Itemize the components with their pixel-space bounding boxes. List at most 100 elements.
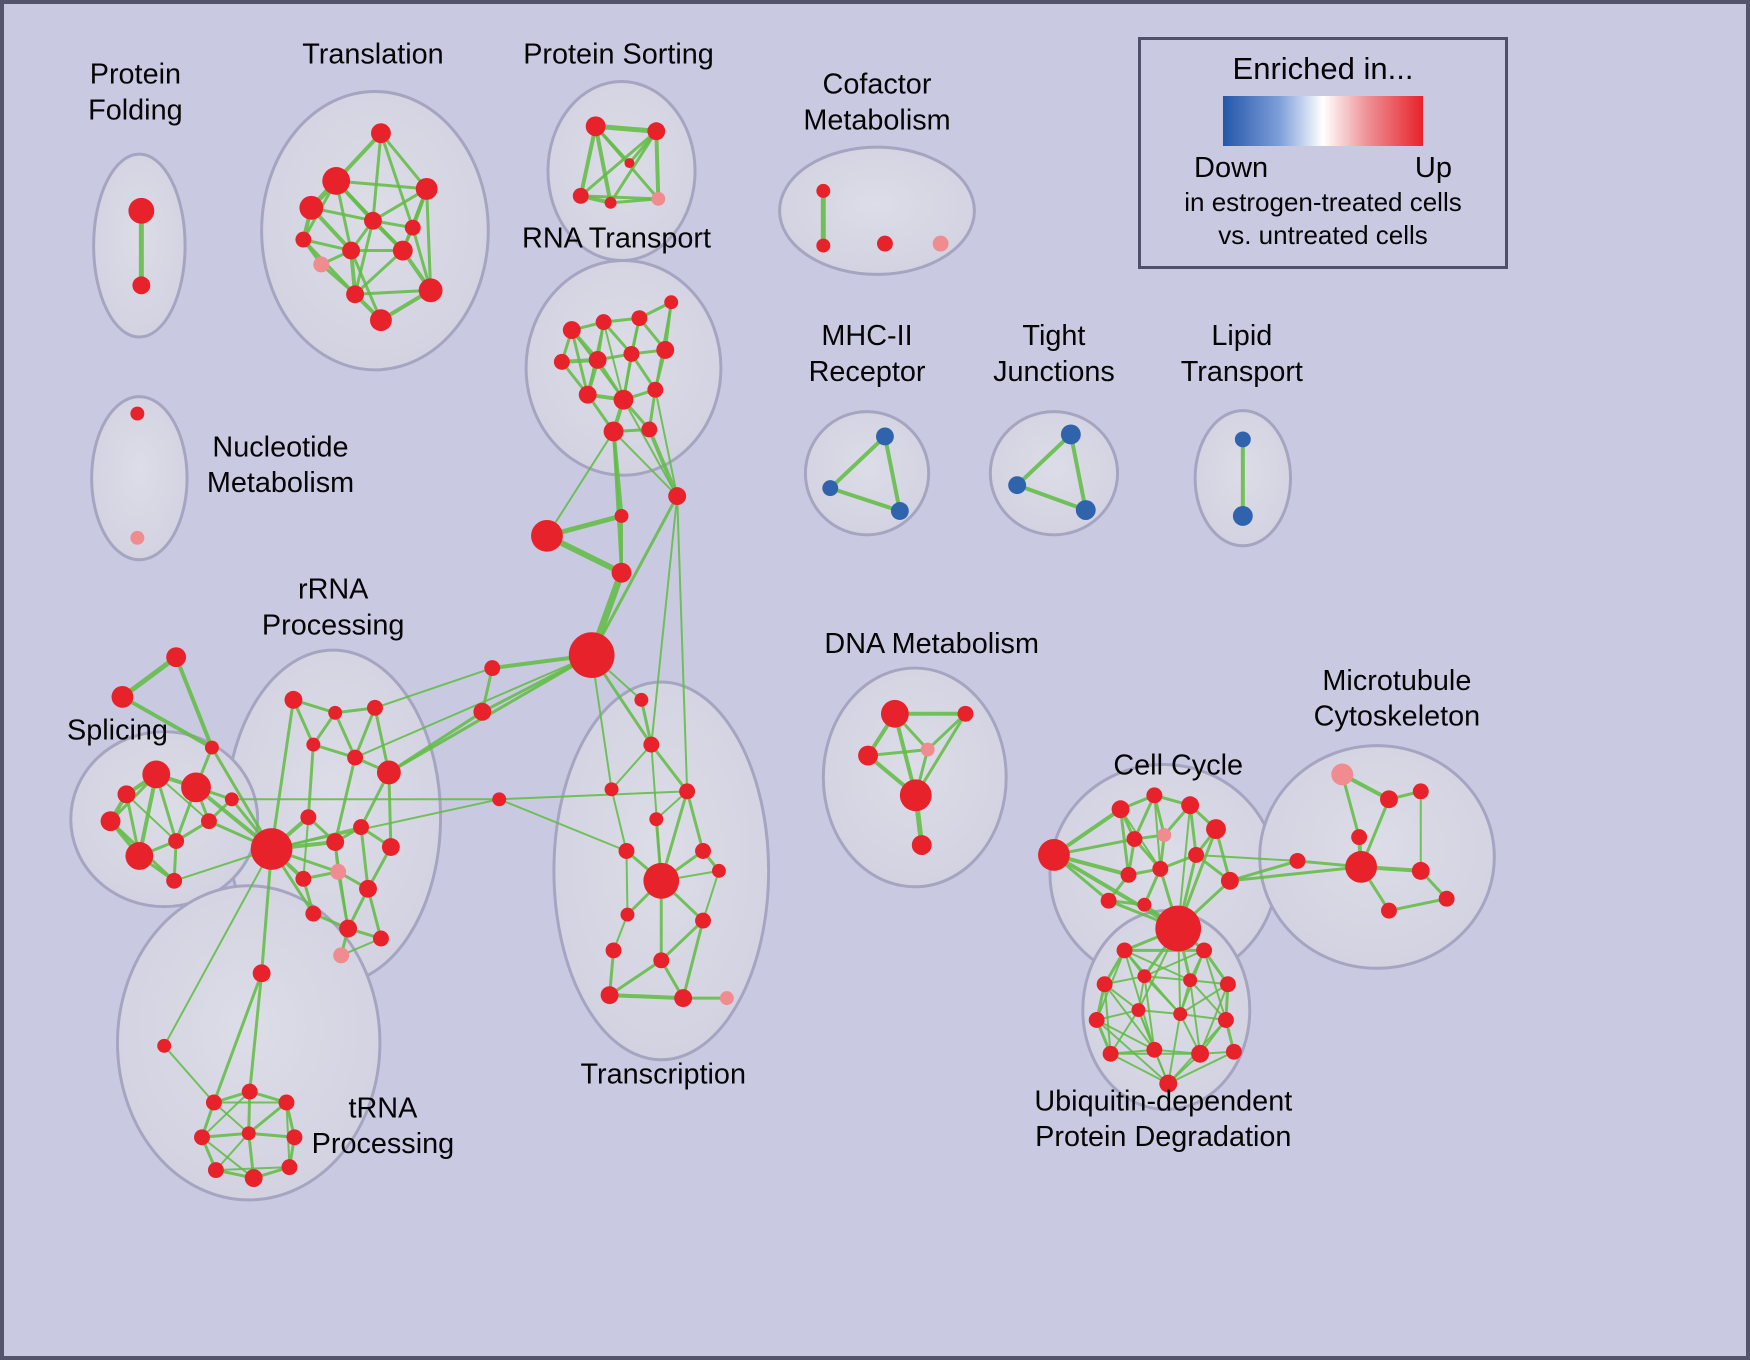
network-node (166, 872, 183, 889)
network-node (1155, 905, 1202, 952)
network-edge (681, 919, 705, 1000)
network-node (719, 991, 734, 1006)
network-node (588, 350, 607, 369)
network-edge (333, 711, 357, 760)
network-node (604, 196, 617, 209)
network-node (1096, 976, 1113, 993)
network-node (1232, 506, 1253, 526)
network-node (132, 276, 151, 295)
network-node (679, 783, 696, 800)
network-node (668, 487, 687, 506)
network-edge (1103, 983, 1156, 1051)
network-node (1157, 828, 1172, 843)
network-edge (579, 129, 658, 198)
network-node (157, 1038, 172, 1053)
network-edge (593, 123, 659, 134)
network-edge (1068, 432, 1088, 512)
network-edge (163, 1044, 215, 1104)
network-edge (212, 971, 264, 1104)
network-node (1225, 1043, 1242, 1060)
cluster-ellipse-trna-processing (115, 884, 382, 1202)
network-edge (1015, 432, 1073, 488)
network-edge (1143, 949, 1206, 978)
network-edge (1167, 1013, 1182, 1085)
network-edge (654, 388, 679, 498)
cluster-ellipse-cofactor-metabolism (778, 145, 976, 276)
network-node (1345, 850, 1378, 883)
cluster-label-rrna-processing: rRNA (298, 573, 369, 605)
network-node (346, 285, 365, 304)
network-node (1196, 942, 1213, 959)
network-edge (373, 667, 494, 709)
network-node (643, 862, 680, 899)
network-node (876, 235, 893, 252)
cluster-label-nucleotide-metabolism: Nucleotide (212, 431, 348, 463)
network-edge (545, 430, 615, 537)
cluster-ellipse-mhc-ii-receptor (803, 410, 931, 537)
network-edge (1189, 979, 1202, 1055)
network-edge (609, 129, 658, 205)
legend-caption-line1: in estrogen-treated cells (1184, 187, 1462, 218)
network-node (339, 919, 358, 938)
network-edge (609, 197, 660, 205)
network-node (613, 389, 634, 410)
network-edge (882, 434, 902, 513)
network-node (711, 863, 726, 878)
legend-gradient-bar (1223, 96, 1423, 147)
cluster-label-rrna-processing: Processing (262, 609, 405, 641)
network-edge (353, 706, 377, 760)
network-node (1008, 476, 1027, 495)
network-edge (353, 219, 375, 296)
network-node (618, 843, 635, 859)
network-node (313, 256, 330, 273)
network-edge (354, 654, 593, 759)
network-edge (120, 694, 214, 750)
network-node (1146, 787, 1163, 804)
network-edge (1109, 1052, 1170, 1085)
nodes-layer (100, 116, 1455, 1187)
network-node (166, 647, 187, 668)
network-edge (425, 187, 433, 292)
network-node (1234, 431, 1251, 448)
network-edge (247, 1101, 288, 1135)
network-node (415, 177, 438, 200)
network-node (899, 779, 932, 812)
cluster-ellipse-nucleotide-metabolism (90, 395, 189, 562)
cluster-label-mhc-ii-receptor: Receptor (809, 356, 926, 388)
legend-up-label: Up (1414, 152, 1452, 185)
network-node (911, 835, 932, 855)
network-edge (1195, 853, 1299, 862)
network-edge (353, 249, 405, 296)
network-node (224, 792, 239, 807)
network-node (1412, 783, 1429, 800)
network-node (306, 737, 321, 752)
network-node (376, 760, 401, 785)
network-edge (1228, 859, 1299, 883)
network-edge (1015, 483, 1088, 512)
legend-down-label: Down (1194, 152, 1269, 185)
network-node (816, 183, 831, 198)
network-node (664, 295, 679, 310)
network-node (241, 1083, 258, 1100)
network-node (1137, 897, 1152, 912)
network-node (653, 952, 670, 969)
network-edge (1119, 807, 1130, 877)
network-edge (353, 288, 433, 296)
network-node (326, 833, 345, 851)
cluster-label-transcription: Transcription (581, 1059, 746, 1091)
network-node (1381, 902, 1397, 919)
network-edge (1143, 975, 1192, 982)
network-node (634, 692, 649, 707)
network-node (695, 912, 711, 929)
network-node (1126, 831, 1143, 848)
network-node (278, 1094, 295, 1111)
network-node (1438, 890, 1455, 907)
network-edge (379, 131, 415, 230)
cluster-label-nucleotide-metabolism: Metabolism (207, 467, 354, 499)
network-edge (387, 710, 484, 774)
network-node (1116, 942, 1133, 959)
network-node (604, 782, 619, 797)
network-edge (828, 486, 902, 513)
network-edge (1387, 897, 1449, 913)
network-edge (579, 194, 660, 201)
